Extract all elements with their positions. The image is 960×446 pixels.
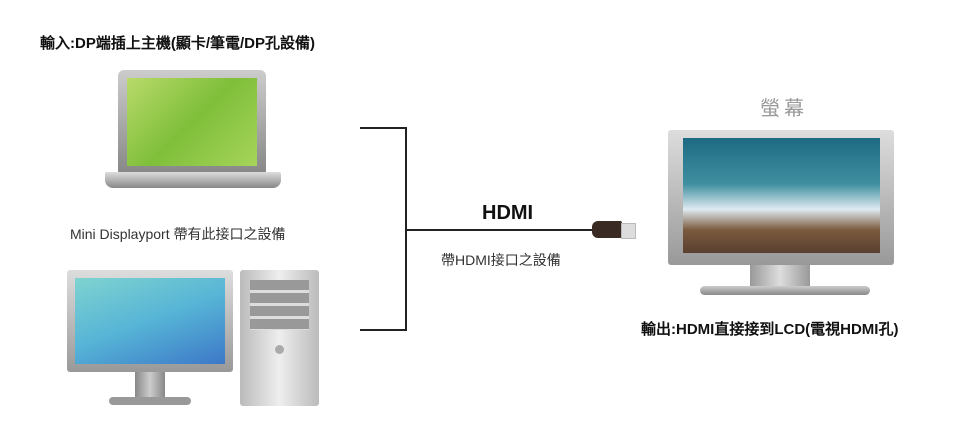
hdmi-cable-line [405,229,595,231]
mini-displayport-label: Mini Displayport 帶有此接口之設備 [70,226,286,242]
laptop-illustration [105,70,281,190]
hdmi-device-label: 帶HDMI接口之設備 [441,252,561,268]
lcd-monitor-illustration [668,130,894,298]
output-label: 輸出:HDMI直接接到LCD(電視HDMI孔) [641,321,899,338]
pc-tower-illustration [240,270,319,406]
connector-line-top [360,127,406,129]
input-label: 輸入:DP端插上主機(顯卡/筆電/DP孔設備) [40,35,315,52]
connector-line-bottom [360,329,406,331]
screen-label: 螢幕 [760,98,808,120]
hdmi-plug-icon [592,221,622,238]
desktop-monitor-illustration [67,270,233,408]
hdmi-cable-label: HDMI [482,202,534,224]
